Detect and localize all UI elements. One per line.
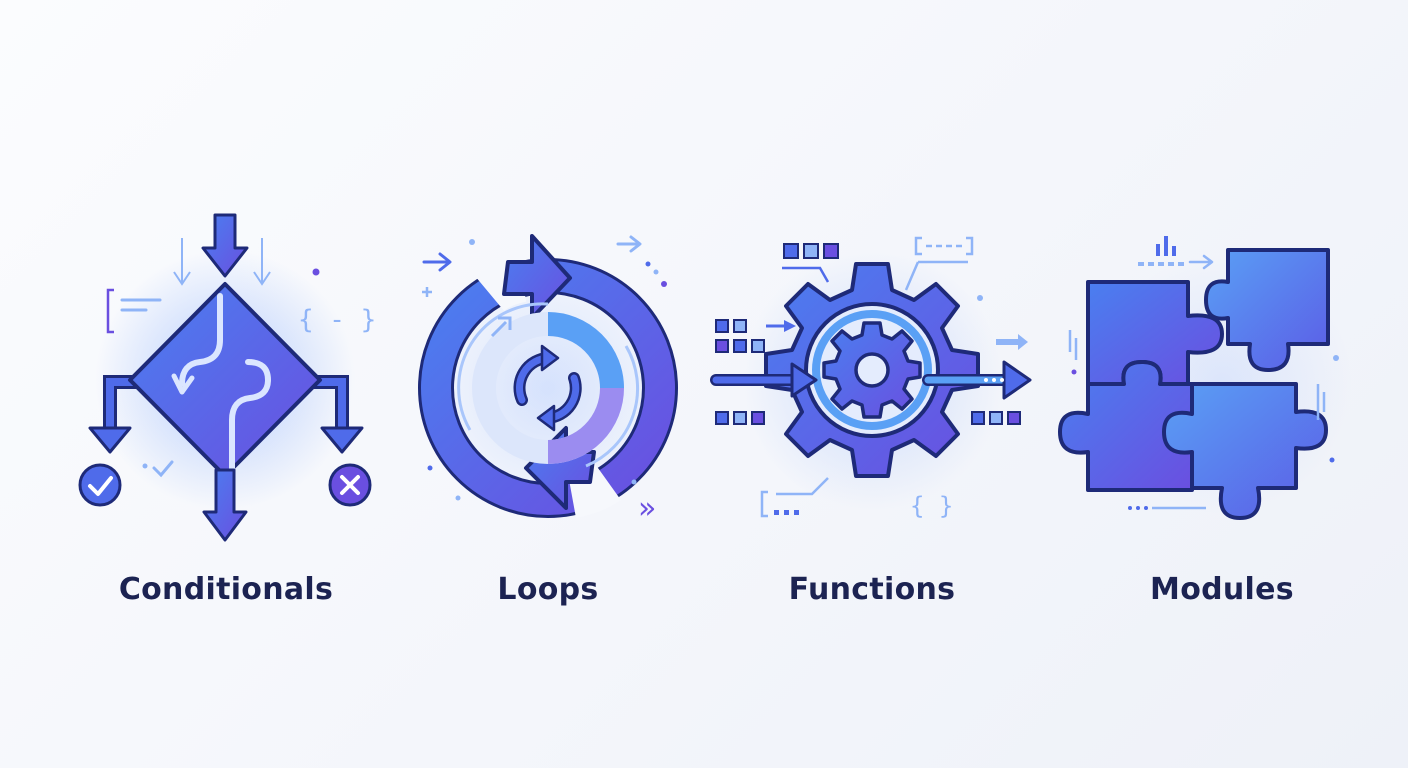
- chevrons-decoration: »: [638, 491, 656, 526]
- gear-icon: { }: [710, 236, 1032, 520]
- label-loops: Loops: [497, 572, 599, 607]
- concept-functions: { } Functions: [696, 0, 1048, 768]
- braces-decoration: { - }: [298, 305, 376, 335]
- label-conditionals: Conditionals: [118, 572, 334, 607]
- label-modules: Modules: [1150, 572, 1294, 607]
- puzzle-pieces-icon: [1058, 236, 1352, 520]
- decision-diamond-icon: { - }: [78, 213, 376, 542]
- cycle-arrows-icon: »: [418, 234, 678, 526]
- label-functions: Functions: [788, 572, 956, 607]
- concept-loops: » Loops: [372, 0, 724, 768]
- braces-decoration: { }: [910, 492, 953, 520]
- concept-modules: Modules: [1046, 0, 1398, 768]
- concept-conditionals: { - } Conditionals: [50, 0, 402, 768]
